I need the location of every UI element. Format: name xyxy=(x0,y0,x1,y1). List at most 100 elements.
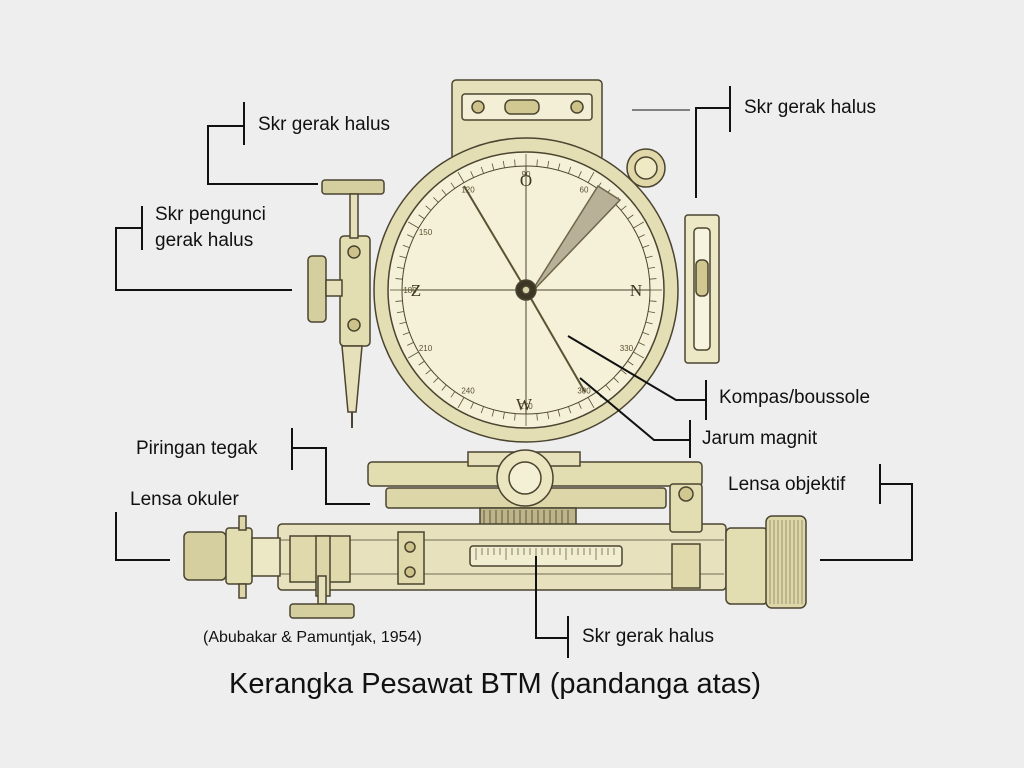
dial-tick xyxy=(480,406,484,414)
locking-screw-knob xyxy=(307,255,327,323)
btm-instrument xyxy=(183,79,807,619)
dial-tick xyxy=(402,332,410,336)
label-skr-gerak-halus-top-right: Skr gerak halus xyxy=(744,97,877,118)
dial-tick xyxy=(457,172,465,183)
dial-tick xyxy=(627,360,634,366)
dial-tick xyxy=(642,244,650,248)
dial-tick xyxy=(470,171,474,178)
scale-bar xyxy=(469,545,623,567)
dial-tick xyxy=(407,342,414,346)
page-title: Kerangka Pesawat BTM (pandanga atas) xyxy=(229,668,761,700)
dial-tick xyxy=(408,221,419,229)
dial-number: 330 xyxy=(620,344,634,353)
dial-tick xyxy=(557,163,561,171)
dial-number: 180 xyxy=(403,286,417,295)
label-jarum-magnit: Jarum magnit xyxy=(702,428,818,449)
dial-tick xyxy=(536,413,538,421)
dial-tick xyxy=(402,244,410,248)
dial-tick xyxy=(433,197,439,203)
dial-tick xyxy=(642,332,650,336)
dial-tick xyxy=(633,351,644,359)
dial-tick xyxy=(425,369,432,375)
dial-tick xyxy=(638,342,645,346)
eyepiece-barrel xyxy=(183,531,227,581)
compass-letter-north: O xyxy=(520,171,532,190)
label-kompas: Kompas/boussole xyxy=(719,387,871,408)
dial-tick xyxy=(395,278,403,280)
dial-tick xyxy=(418,214,425,220)
dial-tick xyxy=(480,166,484,174)
dial-tick xyxy=(578,402,582,409)
dial-number: 210 xyxy=(419,344,433,353)
dial-tick xyxy=(514,413,516,421)
dial-tick xyxy=(441,384,447,391)
dial-number: 90 xyxy=(522,170,531,179)
dial-tick xyxy=(399,255,407,259)
dial-tick xyxy=(502,412,505,420)
compass-letter-east: N xyxy=(630,281,642,300)
dial-number: 300 xyxy=(577,386,591,395)
dial-tick xyxy=(620,369,627,375)
fine-motion-screw-top-left xyxy=(321,179,385,195)
dial-tick xyxy=(627,214,634,220)
dial-tick xyxy=(396,266,404,269)
dial-tick xyxy=(633,221,644,229)
dial-tick xyxy=(648,311,656,314)
label-skr-pengunci-line1: Skr pengunci xyxy=(155,204,266,225)
label-lensa-objektif: Lensa objektif xyxy=(728,474,846,495)
dial-tick xyxy=(502,160,505,168)
leader-lines xyxy=(115,86,913,658)
dial-tick xyxy=(491,409,495,417)
dial-tick xyxy=(399,321,407,325)
dial-tick xyxy=(645,255,653,259)
dial-tick xyxy=(441,189,447,196)
dial-tick xyxy=(470,402,474,409)
dial-tick xyxy=(587,397,595,408)
dial-tick xyxy=(396,311,404,314)
dial-tick xyxy=(547,412,550,420)
dial-tick xyxy=(620,205,627,211)
dial-tick xyxy=(613,377,619,383)
dial-tick xyxy=(578,171,582,178)
dial-tick xyxy=(408,351,419,359)
label-skr-gerak-halus-top-left: Skr gerak halus xyxy=(258,114,391,135)
label-skr-pengunci-line2: gerak halus xyxy=(155,230,254,251)
dial-tick xyxy=(568,406,572,414)
dial-tick xyxy=(648,266,656,269)
objective-lens-barrel xyxy=(725,527,769,605)
dial-tick xyxy=(457,397,465,408)
dial-tick xyxy=(557,409,561,417)
pointer-rod xyxy=(341,345,363,413)
dial-number: 270 xyxy=(519,402,533,411)
dial-tick xyxy=(450,391,456,398)
dial-tick xyxy=(514,159,516,167)
dial-tick xyxy=(649,300,657,302)
dial-tick xyxy=(638,234,645,238)
label-lensa-okuler: Lensa okuler xyxy=(130,489,239,510)
dial-tick xyxy=(645,321,653,325)
dial-number: 120 xyxy=(461,186,475,195)
dial-tick xyxy=(418,360,425,366)
magnetic-needle-north xyxy=(529,184,622,295)
label-skr-gerak-halus-bottom: Skr gerak halus xyxy=(582,626,715,647)
objective-holder xyxy=(669,483,703,533)
dial-tick xyxy=(587,172,595,183)
dial-tick xyxy=(395,300,403,302)
label-piringan-tegak: Piringan tegak xyxy=(136,438,258,459)
dial-tick xyxy=(568,166,572,174)
dial-tick xyxy=(547,160,550,168)
dial-tick xyxy=(536,159,538,167)
dial-tick xyxy=(425,205,432,211)
dial-tick xyxy=(605,384,611,391)
leader-lensa-okuler xyxy=(115,512,170,561)
compass-letter-west: Z xyxy=(411,281,421,300)
dial-tick xyxy=(491,163,495,171)
dial-tick xyxy=(649,278,657,280)
dial-tick xyxy=(433,377,439,383)
compass-letter-south: W xyxy=(516,395,533,414)
source-caption: (Abubakar & Pamuntjak, 1954) xyxy=(203,629,422,646)
dial-number: 150 xyxy=(419,228,433,237)
dial-tick xyxy=(450,182,456,189)
